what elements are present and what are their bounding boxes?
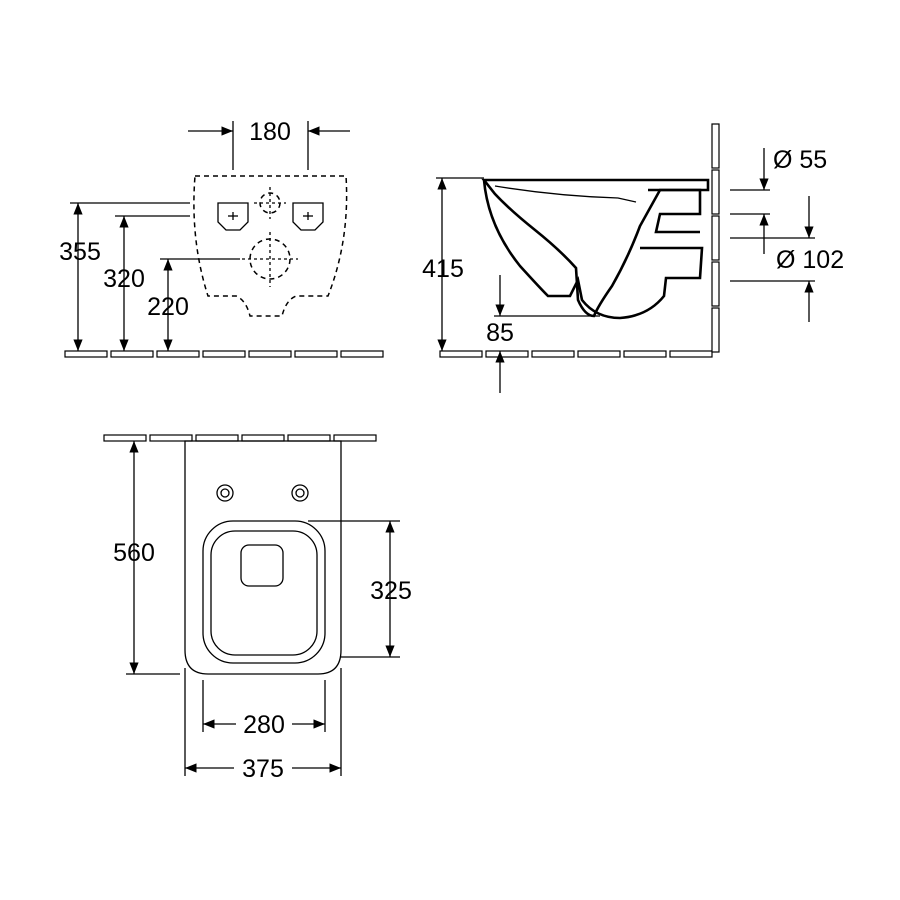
- bowl-outer: [482, 179, 704, 320]
- toilet-seat: [202, 520, 326, 664]
- label-375: 375: [242, 755, 284, 783]
- bowl-profile: [481, 178, 710, 318]
- dim-560: 560: [113, 441, 180, 675]
- dim-280: 280: [202, 680, 326, 739]
- label-diameter-102: Ø 102: [776, 246, 844, 274]
- fixing-right: [292, 202, 324, 231]
- side-view: 415 85 Ø 55 Ø 102: [422, 123, 844, 393]
- seat-inner: [210, 530, 318, 656]
- fixing-crosses: [228, 212, 313, 220]
- outlet-circle: [242, 232, 298, 287]
- dim-355: 355: [59, 202, 190, 351]
- dim-220: 220: [147, 258, 240, 351]
- bowl-inner-line: [494, 185, 637, 203]
- label-220: 220: [147, 293, 189, 321]
- label-diameter-55: Ø 55: [773, 146, 827, 174]
- bowl-outline-dashed: [193, 175, 348, 317]
- seat-button: [240, 544, 284, 587]
- dim-320: 320: [103, 215, 190, 351]
- inlet-circle: [254, 187, 286, 219]
- dim-85: 85: [486, 275, 600, 393]
- dim-325: 325: [308, 520, 412, 658]
- dim-diameter-55: Ø 55: [730, 146, 827, 254]
- dim-415: 415: [422, 177, 484, 351]
- hinge-bolts: [216, 484, 309, 502]
- label-560: 560: [113, 539, 155, 567]
- fixing-left: [217, 202, 249, 231]
- label-320: 320: [103, 265, 145, 293]
- toilet-outline-top: [184, 440, 342, 675]
- trap: [648, 188, 702, 234]
- label-415: 415: [422, 255, 464, 283]
- floor-front: [64, 350, 384, 358]
- front-view: 180 355 320 220: [59, 118, 384, 358]
- label-355: 355: [59, 238, 101, 266]
- dim-375: 375: [184, 668, 342, 783]
- dim-180: 180: [188, 118, 350, 170]
- wall-side: [711, 123, 720, 353]
- dim-diameter-102: Ø 102: [730, 196, 844, 322]
- floor-side: [439, 350, 713, 358]
- label-180: 180: [249, 118, 291, 146]
- wall-top: [103, 434, 377, 442]
- label-280: 280: [243, 711, 285, 739]
- label-85: 85: [486, 319, 514, 347]
- label-325: 325: [370, 577, 412, 605]
- top-view: 560 325 280 375: [103, 434, 412, 783]
